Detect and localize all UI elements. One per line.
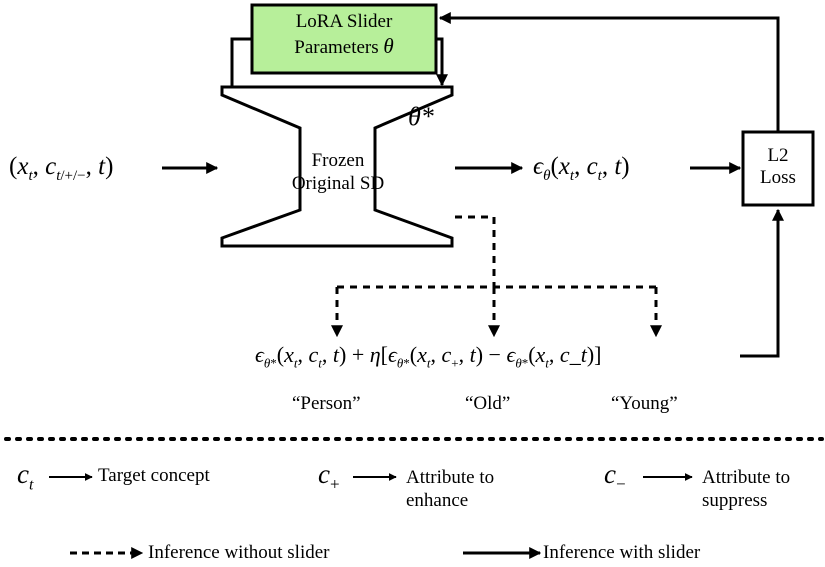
lora-right-arrow (436, 37, 448, 87)
legend-text-cplus: Attribute to enhance (406, 466, 494, 512)
lora-box-label: LoRA Slider Parameters θ (250, 10, 438, 60)
frozen-sd-shape (220, 85, 454, 248)
legend-dashed-label: Inference without slider (148, 542, 330, 563)
caption-old: “Old” (465, 393, 511, 414)
legend-symbol-ct: ct (17, 459, 34, 494)
caption-young: “Young” (611, 393, 678, 414)
legend-solid-label: Inference with slider (543, 542, 701, 563)
feedback-arrow (438, 11, 780, 131)
theta-star-label: θ* (408, 102, 434, 131)
legend-symbol-cplus: c+ (318, 459, 340, 494)
caption-person: “Person” (292, 393, 361, 414)
frozen-sd-line1: Frozen (311, 150, 365, 171)
l2-loss-line2: Loss (760, 167, 796, 188)
legend-text-cplus-line2: enhance (406, 490, 469, 511)
legend-text-cminus-line2: suppress (702, 490, 768, 511)
target-to-loss-arrow (740, 208, 784, 358)
legend-symbol-cminus: c− (604, 459, 626, 494)
lora-line1: LoRA Slider (295, 11, 393, 32)
target-equation: ϵθ*(xt, ct, t) + η[ϵθ*(xt, c+, t) − ϵθ*(… (255, 342, 602, 371)
input-label: (xt, ct/+/−, t) (9, 153, 114, 184)
lora-left-wire (230, 37, 252, 88)
legend-text-ct: Target concept (98, 465, 210, 486)
output-label: ϵθ(xt, ct, t) (533, 153, 630, 184)
frozen-sd-label: Frozen Original SD (263, 149, 413, 195)
l2-loss-box (741, 130, 815, 207)
lora-theta-symbol: θ (383, 34, 394, 58)
legend-text-cminus: Attribute to suppress (702, 466, 790, 512)
l2-loss-line1: L2 (767, 145, 789, 166)
frozen-sd-line2: Original SD (291, 173, 385, 194)
lora-line2: Parameters (294, 37, 379, 58)
legend-text-cplus-line1: Attribute to (406, 467, 495, 488)
l2-loss-label: L2 Loss (743, 145, 813, 189)
legend-text-cminus-line1: Attribute to (702, 467, 791, 488)
dashed-inference-tree (331, 215, 662, 338)
